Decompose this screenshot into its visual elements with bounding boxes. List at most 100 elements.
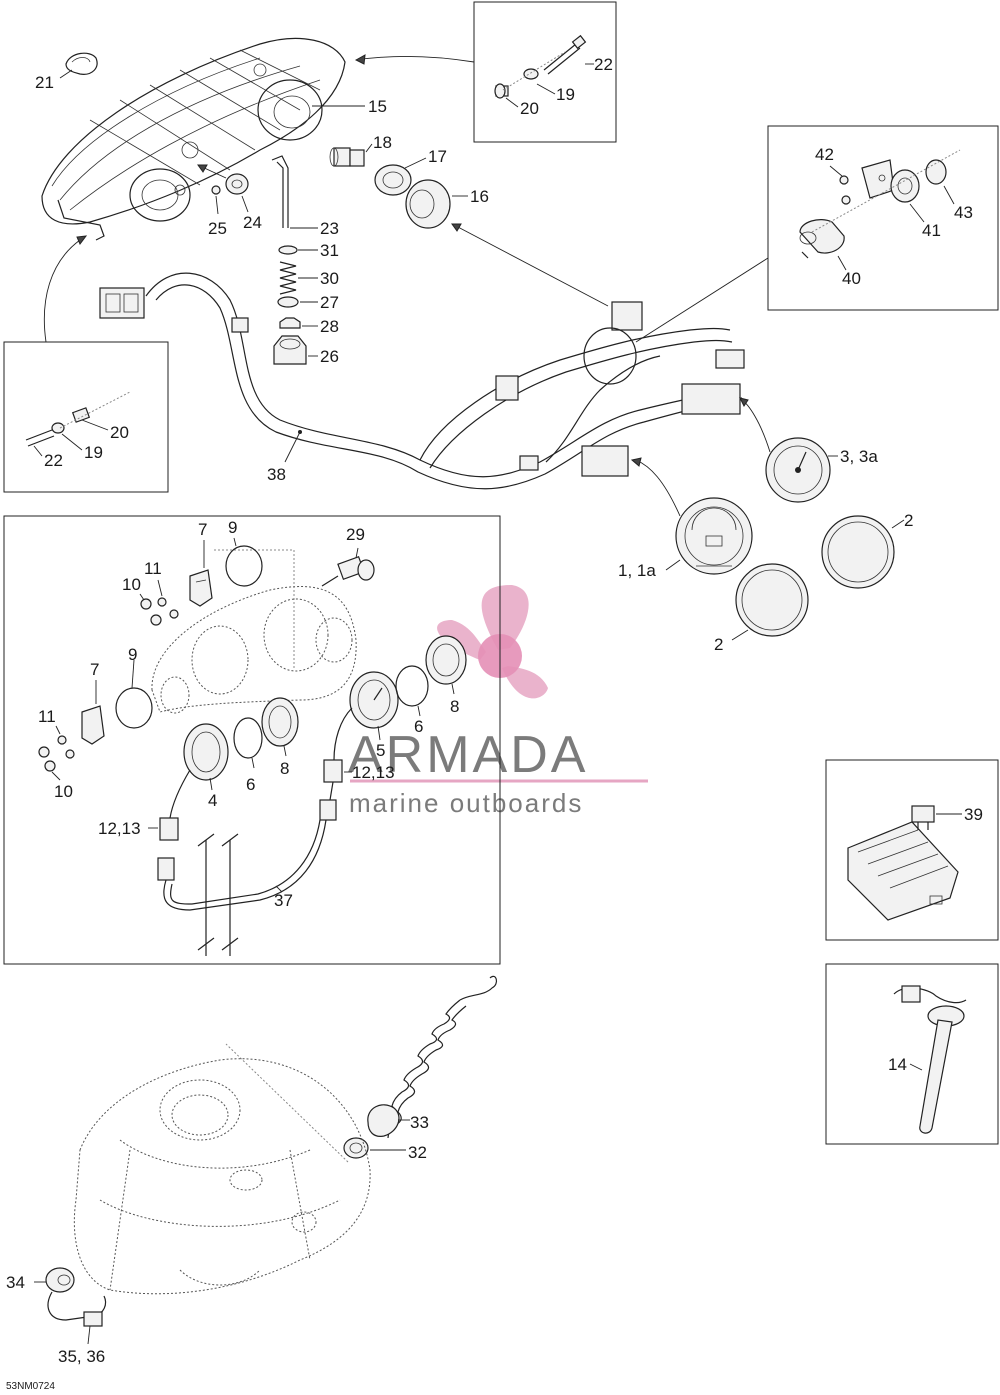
- callout-10: 10: [122, 575, 141, 594]
- fuse-box: [847, 821, 959, 921]
- callout-41: 41: [922, 221, 941, 240]
- nut-42b: [841, 195, 851, 205]
- callout-39: 39: [964, 805, 983, 824]
- seal-9-bottom: [115, 687, 153, 729]
- gasket-43: [890, 169, 920, 203]
- callout-23: 23: [320, 219, 339, 238]
- bezel-2-right: [821, 515, 895, 589]
- callout-19: 19: [556, 85, 575, 104]
- grommet-harness: [583, 327, 637, 385]
- watermark-brand: ARMADA: [348, 726, 588, 784]
- screw-22-left: [25, 429, 55, 447]
- screw-22-top: [543, 34, 587, 75]
- inset-box-fasteners-top: [473, 1, 617, 143]
- callout-15: 15: [368, 97, 387, 116]
- seal-6-left: [233, 717, 263, 759]
- callout-30: 30: [320, 269, 339, 288]
- connector-harness-left: [99, 287, 145, 319]
- callout-35-36: 35, 36: [58, 1347, 105, 1366]
- washer-31: [278, 245, 298, 255]
- instrument-housing: [41, 37, 346, 241]
- bolt-23: [271, 155, 289, 228]
- fuel-sender-14: [893, 985, 967, 1134]
- callout-14: 14: [888, 1055, 907, 1074]
- callout-40: 40: [842, 269, 861, 288]
- connector-35-36: [47, 1291, 107, 1327]
- callout-1-1a: 1, 1a: [618, 561, 656, 580]
- washer-11-top: [157, 597, 167, 607]
- ring-32: [343, 1137, 369, 1159]
- callout-8: 8: [450, 697, 459, 716]
- cap-16: [405, 179, 451, 229]
- callout-9: 9: [128, 645, 137, 664]
- bushing-24: [225, 173, 249, 195]
- callout-32: 32: [408, 1143, 427, 1162]
- callout-2: 2: [904, 511, 913, 530]
- washer-11-bottom: [57, 735, 67, 745]
- connector-gauge-3: [681, 383, 741, 415]
- callout-29: 29: [346, 525, 365, 544]
- callout-17: 17: [428, 147, 447, 166]
- callout-12-13: 12,13: [352, 763, 395, 782]
- callout-20: 20: [110, 423, 129, 442]
- wiring-harness-38: [99, 272, 745, 490]
- inset-box-sensor: [767, 125, 999, 311]
- washer-27: [277, 296, 299, 308]
- callout-28: 28: [320, 317, 339, 336]
- callout-12-13: 12,13: [98, 819, 141, 838]
- connector-12-13-left: [159, 769, 191, 841]
- inset-box-fuse: [825, 759, 999, 941]
- grommet-20-left: [71, 407, 91, 423]
- callout-11: 11: [38, 707, 56, 726]
- bezel-8-right: [425, 635, 467, 685]
- callout-8: 8: [280, 759, 289, 778]
- callout-37: 37: [274, 891, 293, 910]
- callout-19: 19: [84, 443, 103, 462]
- callout-16: 16: [470, 187, 489, 206]
- bezel-8-left: [261, 697, 299, 747]
- callout-11: 11: [144, 559, 162, 578]
- callout-6: 6: [246, 775, 255, 794]
- diagram-code: 53NM0724: [6, 1381, 55, 1392]
- nut-10-bottom: [38, 746, 50, 758]
- callout-42: 42: [815, 145, 834, 164]
- nut-42a: [839, 175, 849, 185]
- washer-19-top: [523, 68, 539, 80]
- relay-39: [911, 805, 935, 830]
- switch-34: [45, 1267, 75, 1293]
- callout-5: 5: [376, 741, 385, 760]
- sensor-40: [799, 219, 845, 259]
- bezel-2-left: [735, 563, 809, 637]
- dashboard-outline: [151, 549, 357, 714]
- connector-harness-top: [611, 301, 643, 331]
- callout-10: 10: [54, 782, 73, 801]
- seal-6-right: [395, 665, 429, 707]
- nut-28: [279, 317, 301, 329]
- gauge-3: [765, 437, 831, 503]
- lock-ring-17: [374, 164, 412, 196]
- callout-27: 27: [320, 293, 339, 312]
- connector-harness-mid: [495, 375, 519, 401]
- callout-9: 9: [228, 518, 237, 537]
- connector-12-13-right: [319, 707, 353, 821]
- spring-30: [279, 261, 297, 295]
- callout-25: 25: [208, 219, 227, 238]
- gauge-1: [675, 497, 753, 575]
- connector-gauge-1: [581, 445, 629, 477]
- inset-box-sender: [825, 963, 999, 1145]
- nut-10-top: [140, 598, 152, 610]
- callout-3-3a: 3, 3a: [840, 447, 878, 466]
- callout-24: 24: [243, 213, 262, 232]
- callout-7: 7: [90, 660, 99, 679]
- callout-18: 18: [373, 133, 392, 152]
- callout-43: 43: [954, 203, 973, 222]
- seal-9-top: [225, 545, 263, 587]
- callout-20: 20: [520, 99, 539, 118]
- callout-22: 22: [594, 55, 613, 74]
- bracket-7-bottom: [81, 705, 105, 745]
- gauge-5: [349, 671, 399, 729]
- bracket-41: [861, 159, 895, 199]
- key-switch-29: [321, 555, 375, 587]
- callout-22: 22: [44, 451, 63, 470]
